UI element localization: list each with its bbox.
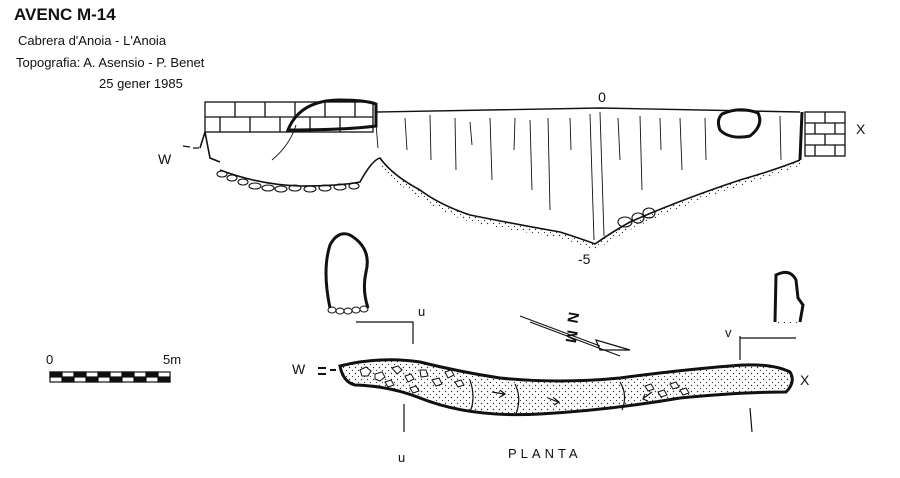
scale-end-label: 5m xyxy=(163,352,181,367)
cut-v-label: v xyxy=(725,325,732,340)
north-arrow xyxy=(519,315,631,357)
plan-west-label: W xyxy=(292,361,306,377)
section-west-label: W xyxy=(158,151,172,167)
plan-rocks xyxy=(359,365,690,398)
plan-west-dashes xyxy=(318,367,336,375)
cut-u-bottom-label: u xyxy=(398,450,405,465)
section-left-profile xyxy=(199,131,221,163)
surface-boulder xyxy=(716,108,762,139)
floor-pebbles xyxy=(216,170,656,228)
cut-line-u xyxy=(356,321,414,432)
scale-start-label: 0 xyxy=(46,352,53,367)
plan-view xyxy=(318,315,796,433)
drawing-title: AVENC M-14 xyxy=(14,5,116,24)
right-brick-wall xyxy=(798,111,846,161)
section-west-dashes xyxy=(182,145,199,149)
survey-credit: Topografia: A. Asensio - P. Benet xyxy=(16,55,205,70)
depth-bottom-label: -5 xyxy=(578,251,591,267)
elevation-section xyxy=(182,98,846,250)
cross-section-u xyxy=(324,232,370,315)
left-brick-wall xyxy=(204,98,378,133)
plan-title: PLANTA xyxy=(508,446,582,461)
cross-section-v xyxy=(773,270,805,324)
magnetic-label: M xyxy=(562,329,581,344)
rock-texture xyxy=(271,111,782,241)
location-text: Cabrera d'Anoia - L'Anoia xyxy=(18,33,167,48)
plan-step-lines xyxy=(469,379,626,415)
survey-date: 25 gener 1985 xyxy=(99,76,183,91)
section-floor-fill xyxy=(380,158,800,250)
north-label: N xyxy=(563,311,582,325)
plan-outline xyxy=(338,358,794,417)
section-east-label: X xyxy=(856,121,866,137)
section-floor xyxy=(219,157,801,245)
cut-line-v xyxy=(739,336,796,433)
plan-slope-arrows xyxy=(491,389,653,406)
plan-east-label: X xyxy=(800,372,810,388)
cut-u-top-label: u xyxy=(418,304,425,319)
scale-bar xyxy=(49,371,171,383)
depth-top-label: 0 xyxy=(598,89,606,105)
